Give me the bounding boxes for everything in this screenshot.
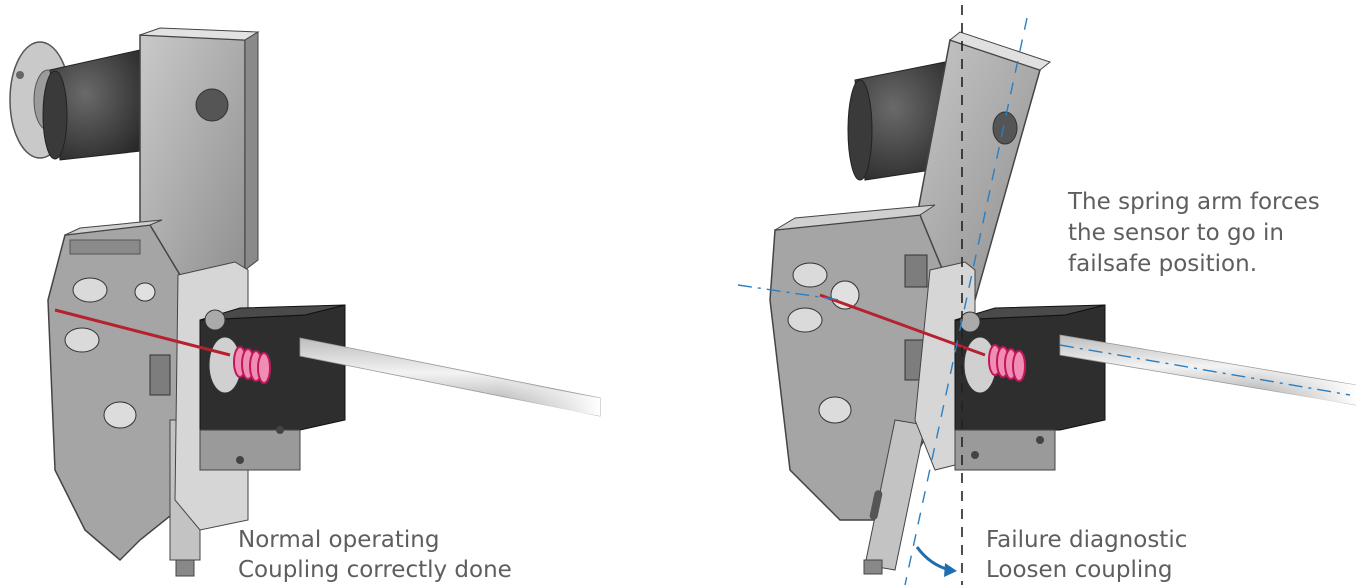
- right-wire: [819, 293, 986, 357]
- left-caption-line-1: Normal operating: [238, 527, 440, 553]
- right-assembly: [737, 5, 1356, 586]
- left-lower-body: [47, 224, 196, 562]
- right-caption-line-1: Failure diagnostic: [986, 527, 1188, 553]
- wire-axis-line: [737, 284, 841, 301]
- left-wire: [54, 308, 231, 357]
- left-assembly: [9, 27, 601, 577]
- note-line-3: failsafe position.: [1068, 251, 1258, 277]
- note-line-2: the sensor to go in: [1068, 220, 1284, 246]
- rod-axis-line: [1059, 344, 1351, 396]
- spring-arm-note: The spring arm forces the sensor to go i…: [1068, 187, 1320, 280]
- tilt-axis-line: [904, 17, 1028, 586]
- right-caption-line-2: Loosen coupling: [986, 557, 1173, 583]
- left-caption: Normal operating Coupling correctly done: [238, 525, 512, 585]
- note-line-1: The spring arm forces: [1068, 189, 1320, 215]
- left-caption-line-2: Coupling correctly done: [238, 557, 512, 583]
- right-spring: [988, 344, 1026, 382]
- left-spring: [233, 346, 271, 384]
- right-caption: Failure diagnostic Loosen coupling: [986, 525, 1187, 585]
